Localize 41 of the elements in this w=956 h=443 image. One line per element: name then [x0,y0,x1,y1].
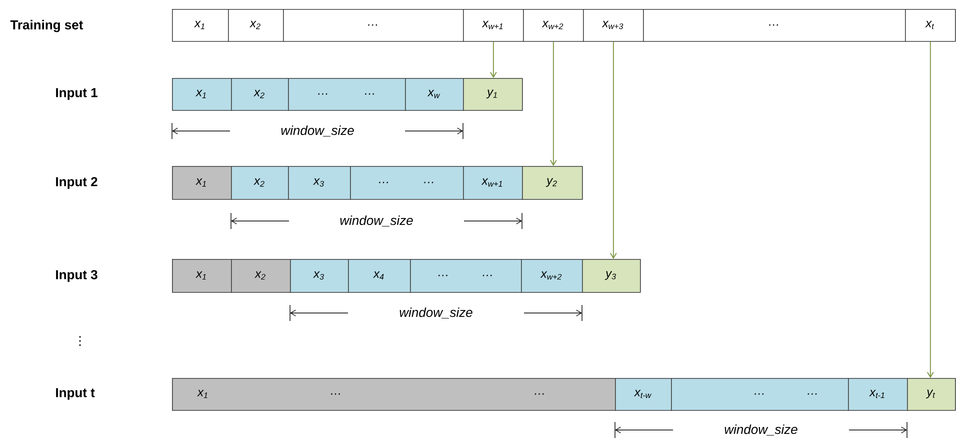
dimension-label: window_size [340,215,413,226]
arrow [550,41,557,166]
row-label: Input 1 [56,88,98,100]
dimension-label: window_size [724,424,798,436]
sequence-cell: x$_{w}$ [405,78,464,111]
ellipsis-label: ⋮ [79,336,81,346]
row-label: Input 2 [56,177,98,189]
sequence-cell: x$_{t-w}$ [615,378,672,411]
sequence-cell: x$_{2}$ [228,9,284,42]
sequence-cell: x$_{1}$ [172,78,232,111]
arrow [490,41,497,78]
arrow [926,41,934,378]
sequence-cell: x$_{2}$ [231,78,289,111]
sequence-cell: x$_{2}$ [231,259,291,293]
sequence-cell: x$_{3}$ [288,166,351,200]
sequence-cell: … … [350,166,464,200]
sequence-cell: x$_{t}$ [905,9,956,42]
sequence-cell: x$_{1}$ [172,9,229,42]
sequence-cell: y$_{1}$ [463,78,523,111]
sequence-cell: x$_{t-1}$ [848,378,908,411]
sequence-cell: x$_{4}$ [348,259,411,293]
dimension-label: window_size [400,307,472,318]
sequence-cell: x$_{2}$ [231,166,289,200]
sequence-cell: x$_{w+2}$ [521,259,583,293]
sequence-cell: x$_{1}$ [172,259,232,293]
row-label: Input 3 [56,270,98,282]
dimension-label: window_size [281,125,354,136]
sequence-cell: y$_{3}$ [582,259,641,293]
sequence-cell: x$_{1}$ [172,166,232,200]
sequence-cell: x$_{w+3}$ [583,9,644,42]
sequence-cell: y$_{t}$ [907,378,956,411]
sequence-cell: x$_{w+1}$ [463,166,523,200]
sequence-cell: x$_{w+2}$ [523,9,584,42]
sequence-cell: y$_{2}$ [522,166,583,200]
sequence-cell: … … [410,259,522,293]
sequence-cell: x$_{w+1}$ [463,9,524,42]
sequence-cell: x$_{1}$ … … [172,378,616,411]
sequence-cell: x$_{3}$ [290,259,349,293]
arrow [610,41,617,259]
row-label: Training set [10,20,83,32]
row-label: Input t [56,388,95,400]
